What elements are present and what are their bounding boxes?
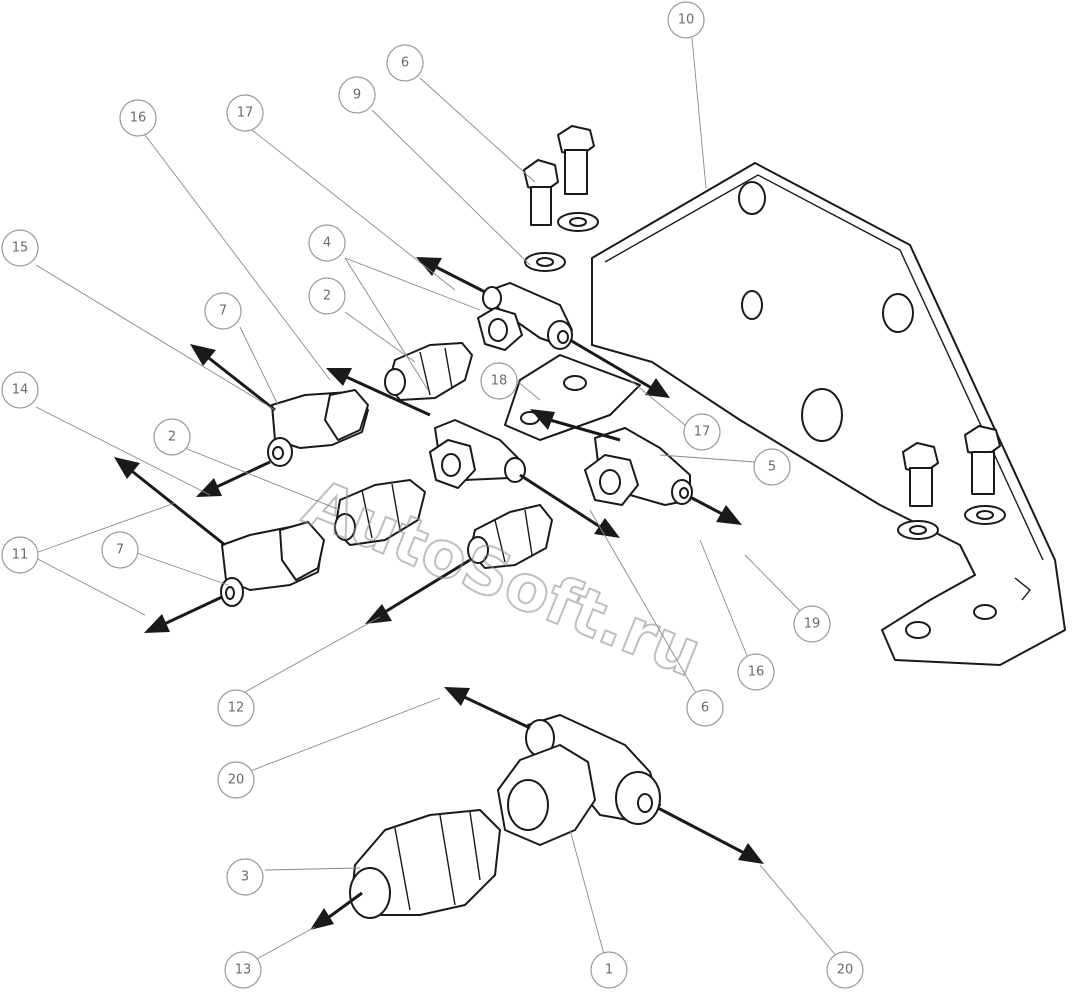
callout-6: 6	[386, 44, 424, 82]
callout-label: 5	[768, 460, 776, 475]
callout-9: 9	[338, 76, 376, 114]
callout-2: 2	[153, 418, 191, 456]
callout-2: 2	[308, 277, 346, 315]
flow-arrows	[114, 257, 764, 930]
callout-label: 20	[837, 963, 854, 978]
tee-fitting-17	[477, 282, 573, 351]
callout-18: 18	[480, 362, 518, 400]
union-fitting-2-lower	[334, 479, 426, 546]
callout-label: 6	[701, 701, 709, 716]
callout-label: 6	[401, 56, 409, 71]
callout-4: 4	[308, 224, 346, 262]
callout-label: 20	[228, 773, 245, 788]
callout-20: 20	[217, 761, 255, 799]
callout-label: 16	[748, 665, 765, 680]
callout-5: 5	[753, 448, 791, 486]
callout-label: 15	[12, 241, 29, 256]
tee-fitting-center	[429, 419, 526, 489]
callout-label: 12	[228, 701, 245, 716]
union-fitting-3	[349, 809, 501, 919]
callout-13: 13	[224, 951, 262, 989]
tee-fitting-1	[497, 714, 661, 846]
tee-fitting-5	[584, 427, 693, 506]
union-fitting-12	[467, 504, 553, 569]
callout-11: 11	[1, 536, 39, 574]
callout-6: 6	[686, 689, 724, 727]
callout-17: 17	[683, 413, 721, 451]
callout-label: 10	[678, 13, 695, 28]
union-fitting-2-upper	[384, 342, 473, 401]
tee-fitting-7-lower	[220, 521, 325, 607]
callout-14: 14	[1, 371, 39, 409]
leader-lines	[29, 37, 839, 961]
callout-label: 2	[323, 289, 331, 304]
callout-label: 4	[323, 236, 331, 251]
callout-16: 16	[119, 99, 157, 137]
callout-20: 20	[826, 951, 864, 989]
callout-17: 17	[226, 94, 264, 132]
callout-label: 13	[235, 963, 252, 978]
callout-label: 3	[241, 870, 249, 885]
callout-label: 17	[694, 425, 711, 440]
callout-15: 15	[1, 229, 39, 267]
bolt-washer-group-bottom	[897, 425, 1006, 540]
callout-12: 12	[217, 689, 255, 727]
callout-label: 7	[219, 304, 227, 319]
callout-label: 11	[12, 548, 29, 563]
callout-label: 2	[168, 430, 176, 445]
callout-label: 14	[12, 383, 29, 398]
callout-label: 19	[804, 617, 821, 632]
callout-label: 18	[491, 374, 508, 389]
callout-1: 1	[590, 951, 628, 989]
callout-19: 19	[793, 605, 831, 643]
callout-10: 10	[667, 1, 705, 39]
tee-fitting-15	[267, 389, 369, 467]
callout-7: 7	[204, 292, 242, 330]
callout-label: 1	[605, 963, 613, 978]
bolt-washer-group-top	[523, 125, 599, 272]
callout-label: 9	[353, 88, 361, 103]
callout-label: 7	[116, 543, 124, 558]
callout-16: 16	[737, 653, 775, 691]
callout-label: 16	[130, 111, 147, 126]
callout-3: 3	[226, 858, 264, 896]
callout-7: 7	[101, 531, 139, 569]
callout-label: 17	[237, 106, 254, 121]
